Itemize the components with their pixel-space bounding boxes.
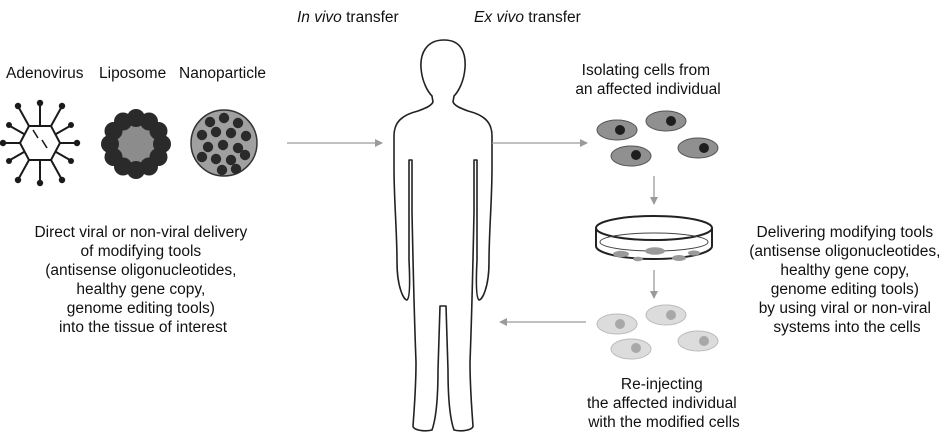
direct-delivery-caption: Direct viral or non-viral delivery of mo… [34,224,251,336]
modified-cells [596,304,719,360]
isolating-cells-caption: Isolating cells from an affected individ… [575,62,720,98]
liposome-label: Liposome [99,65,166,82]
adenovirus-label: Adenovirus [6,65,84,82]
human-body-outline [393,39,493,432]
nanoparticle-icon [190,109,258,177]
in-vivo-transfer-label: In vivo transfer [297,9,399,26]
cell [596,119,638,141]
isolated-cells [596,110,719,167]
liposome-icon [101,109,171,179]
delivering-tools-caption: Delivering modifying tools (antisense ol… [749,224,945,336]
reinjecting-caption: Re-injecting the affected individual wit… [587,376,741,431]
modified-cell [677,330,719,352]
cell [645,110,687,132]
cell [610,145,652,167]
modified-cell [596,313,638,335]
cell [677,137,719,159]
nanoparticle-label: Nanoparticle [179,65,266,82]
modified-cell [610,338,652,360]
ex-vivo-transfer-label: Ex vivo transfer [474,9,581,26]
modified-cell [645,304,687,326]
petri-dish-icon [595,215,713,262]
adenovirus-icon [0,99,81,187]
